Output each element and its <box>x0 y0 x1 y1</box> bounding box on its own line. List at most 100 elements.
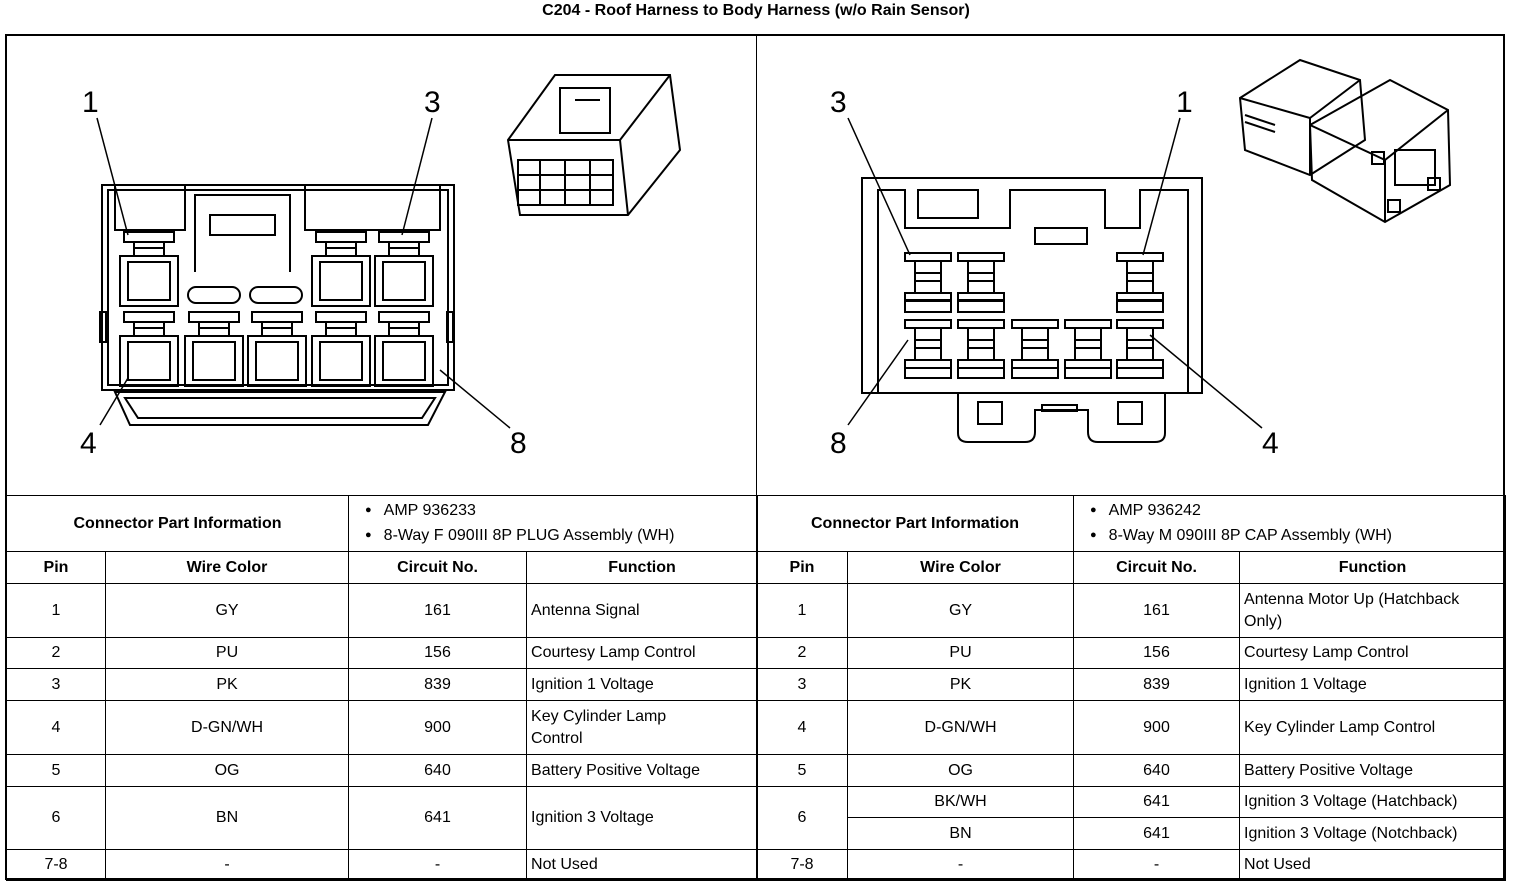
wire-cell: - <box>846 849 1075 881</box>
pin-cell: 5 <box>6 754 106 787</box>
function-cell: Ignition 1 Voltage <box>526 668 759 701</box>
table-row: 2 PU 156 Courtesy Lamp Control <box>6 637 759 669</box>
table-row: 1 GY 161 Antenna Signal <box>6 583 759 638</box>
left-label-3: 3 <box>424 86 441 119</box>
wire-cell: PU <box>846 637 1075 669</box>
pin-cell: 1 <box>6 583 106 638</box>
col-header-pin: Pin <box>756 551 848 584</box>
pin-cell: 5 <box>756 754 848 787</box>
table-row: 4 D-GN/WH 900 Key Cylinder Lamp Control <box>6 700 759 755</box>
left-label-4: 4 <box>80 427 97 460</box>
pin-cell: 3 <box>6 668 106 701</box>
pin-cell: 6 <box>756 786 848 850</box>
table-row: 7-8 - - Not Used <box>6 849 759 881</box>
pin-cell: 6 <box>6 786 106 850</box>
table-row: 6 BK/WH 641 Ignition 3 Voltage (Hatchbac… <box>756 786 1507 850</box>
center-divider <box>756 34 757 496</box>
left-leader-1 <box>96 117 129 236</box>
terminal-pin <box>957 252 1005 302</box>
right-label-4: 4 <box>1262 427 1279 460</box>
terminal-cavity <box>119 231 179 307</box>
table-row: 7-8 - - Not Used <box>756 849 1507 881</box>
table-row: 3 PK 839 Ignition 1 Voltage <box>6 668 759 701</box>
left-leader-4 <box>99 377 129 426</box>
circuit-cell: 161 <box>348 583 528 638</box>
right-connector-body <box>861 177 1203 394</box>
connector-part-info-label: Connector Part Information <box>755 495 1075 552</box>
function-cell: Courtesy Lamp Control <box>1239 637 1507 669</box>
pin-cell: 2 <box>6 637 106 669</box>
circuit-cell: 839 <box>348 668 528 701</box>
left-label-8: 8 <box>510 427 527 460</box>
cpi-item: 8-Way M 090III 8P CAP Assembly (WH) <box>1090 524 1501 549</box>
wire-cell: OG <box>104 754 350 787</box>
wire-cell: BN <box>104 786 350 850</box>
terminal-cavity <box>184 311 244 387</box>
circuit-cell: 641 <box>1073 817 1241 850</box>
right-label-8: 8 <box>830 427 847 460</box>
terminal-pin <box>1011 319 1059 369</box>
pin-cell: 4 <box>6 700 106 755</box>
table-row: 3 PK 839 Ignition 1 Voltage <box>756 668 1507 701</box>
terminal-slot <box>904 299 952 313</box>
pin-cell: 2 <box>756 637 848 669</box>
circuit-cell: - <box>348 849 528 881</box>
left-leader-3 <box>401 117 433 236</box>
page-title: C204 - Roof Harness to Body Harness (w/o… <box>542 2 970 19</box>
left-connector-diagram: 1 3 4 8 <box>80 74 682 460</box>
function-cell: Ignition 3 Voltage (Hatchback) <box>1239 786 1507 818</box>
wire-cell: D-GN/WH <box>846 700 1075 755</box>
terminal-slot <box>957 299 1005 313</box>
circuit-cell: 641 <box>1073 786 1241 818</box>
terminal-slot <box>1064 367 1112 379</box>
wire-cell: D-GN/WH <box>104 700 350 755</box>
function-cell: Not Used <box>526 849 759 881</box>
col-header-function: Function <box>1239 551 1507 584</box>
right-connector-diagram: 3 1 8 4 <box>830 58 1452 460</box>
wire-cell: - <box>104 849 350 881</box>
right-pinout-table: Connector Part Information AMP 936242 8-… <box>755 495 1507 881</box>
wire-cell: BK/WH <box>846 786 1075 818</box>
left-label-1: 1 <box>82 86 99 119</box>
cpi-item: AMP 936233 <box>365 499 753 524</box>
function-cell: Courtesy Lamp Control <box>526 637 759 669</box>
table-row: 5 OG 640 Battery Positive Voltage <box>756 754 1507 787</box>
circuit-cell: - <box>1073 849 1241 881</box>
circuit-cell: 900 <box>348 700 528 755</box>
circuit-cell: 839 <box>1073 668 1241 701</box>
terminal-slot <box>1116 299 1164 313</box>
connector-part-info-label: Connector Part Information <box>5 495 350 552</box>
right-leader-8 <box>847 339 909 426</box>
terminal-pin <box>904 252 952 302</box>
circuit-cell: 641 <box>348 786 528 850</box>
terminal-pin <box>957 319 1005 369</box>
terminal-pin <box>1116 252 1164 302</box>
terminal-slot <box>1116 367 1164 379</box>
terminal-slot <box>1011 367 1059 379</box>
cpi-item: 8-Way F 090III 8P PLUG Assembly (WH) <box>365 524 753 549</box>
pin-cell: 3 <box>756 668 848 701</box>
function-cell: Ignition 3 Voltage (Notchback) <box>1239 817 1507 850</box>
terminal-cavity <box>374 311 434 387</box>
right-label-1: 1 <box>1176 86 1193 119</box>
terminal-cavity <box>119 311 179 387</box>
circuit-cell: 156 <box>348 637 528 669</box>
pin-cell: 4 <box>756 700 848 755</box>
left-leader-8 <box>439 369 511 429</box>
table-row: BN 641 Ignition 3 Voltage (Notchback) <box>757 817 1507 850</box>
right-leader-3 <box>847 117 911 256</box>
function-cell: Battery Positive Voltage <box>526 754 759 787</box>
table-row: 2 PU 156 Courtesy Lamp Control <box>756 637 1507 669</box>
wire-cell: PU <box>104 637 350 669</box>
function-cell: Antenna Signal <box>526 583 759 638</box>
terminal-cavity <box>247 311 307 387</box>
function-cell: Key Cylinder Lamp Control <box>526 700 759 755</box>
terminal-cavity <box>311 311 371 387</box>
terminal-pin <box>1116 319 1164 369</box>
table-row: 4 D-GN/WH 900 Key Cylinder Lamp Control <box>756 700 1507 755</box>
terminal-pin <box>904 319 952 369</box>
left-pinout-table: Connector Part Information AMP 936233 8-… <box>5 495 759 881</box>
circuit-cell: 640 <box>1073 754 1241 787</box>
terminal-cavity <box>374 231 434 307</box>
function-cell: Antenna Motor Up (Hatchback Only) <box>1239 583 1507 638</box>
